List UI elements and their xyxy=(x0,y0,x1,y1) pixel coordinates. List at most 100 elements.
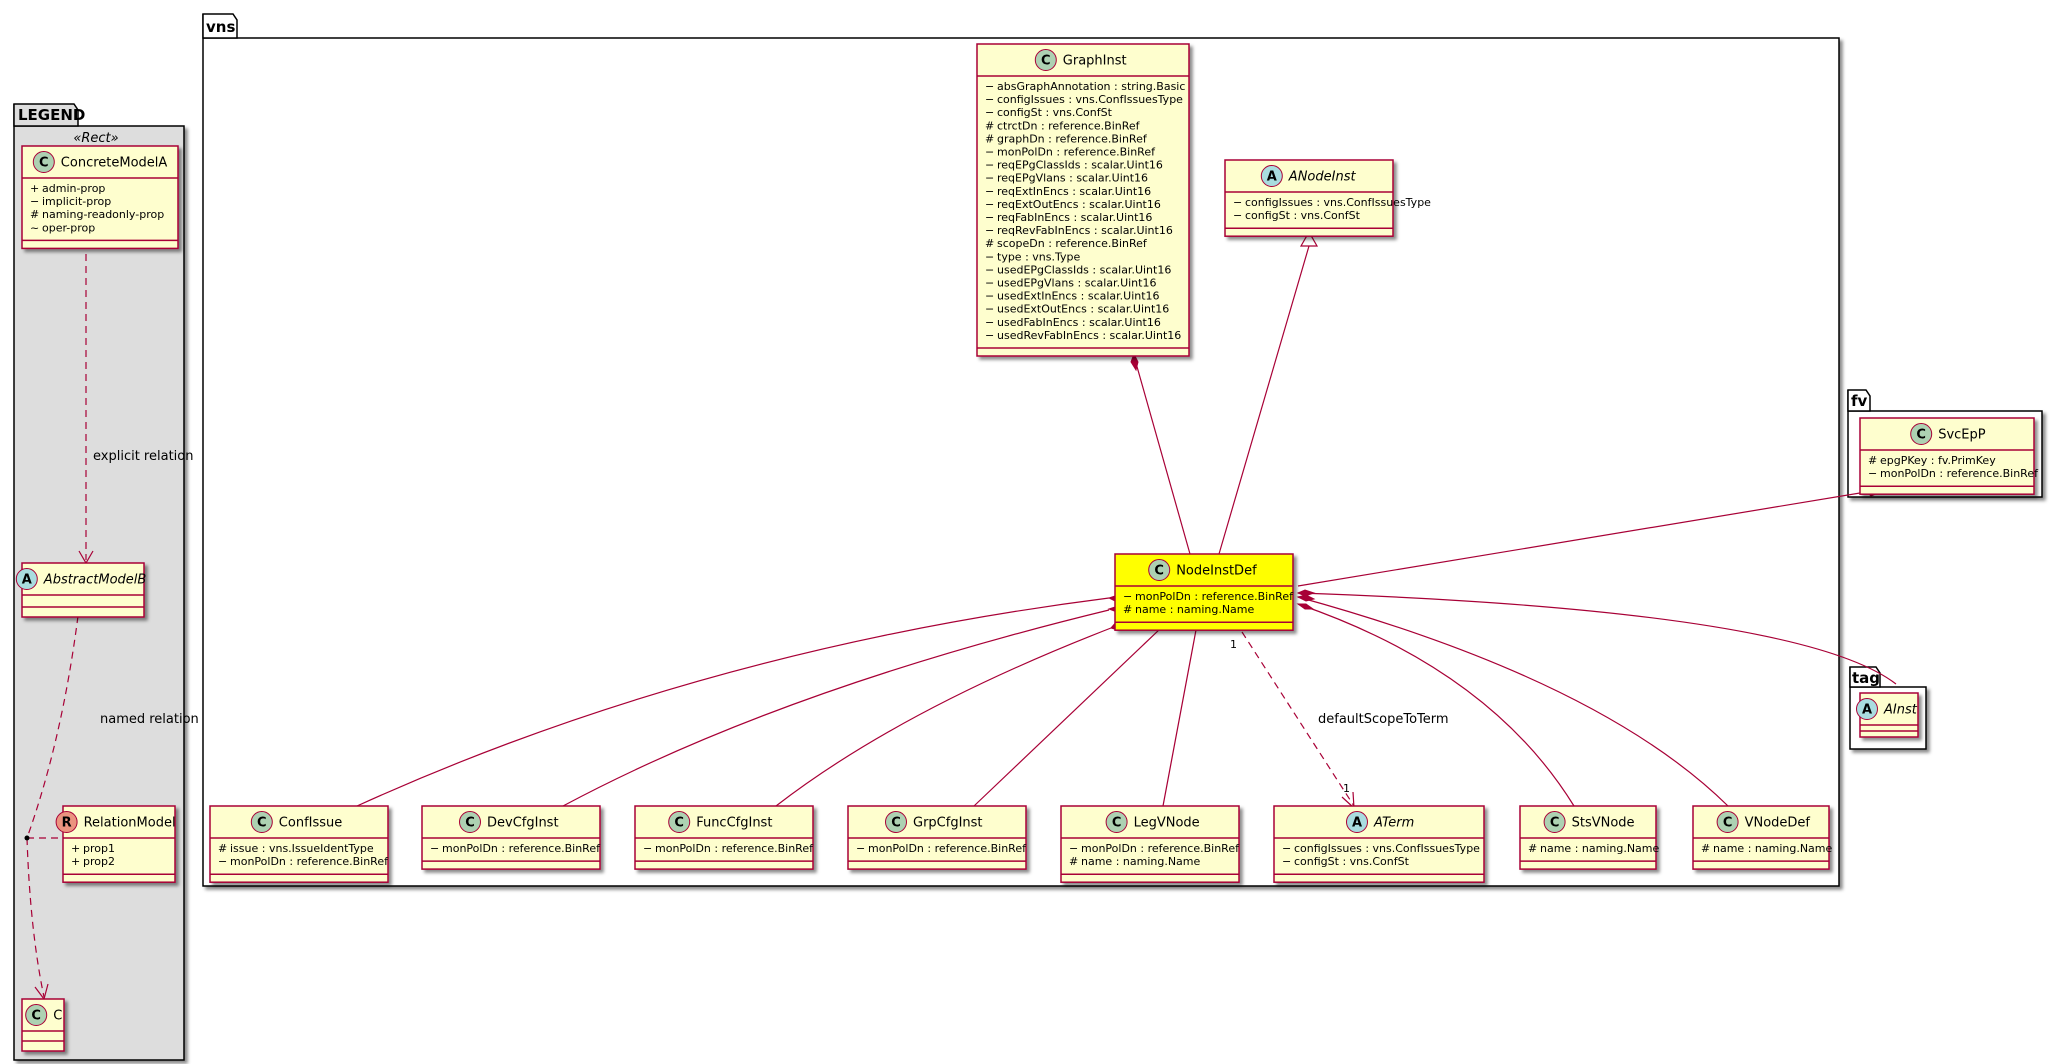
visibility-icon: − xyxy=(985,329,994,342)
class-confissue-type-icon xyxy=(250,811,273,833)
attribute-text: monPolDn : reference.BinRef xyxy=(997,146,1156,159)
class-vnodedef-type-icon xyxy=(1716,811,1739,833)
class-graphinst-attribute: #graphDn : reference.BinRef xyxy=(985,132,1148,145)
class-stsvnode-type-letter: C xyxy=(1550,816,1560,831)
class-nodeinstdef-box xyxy=(1114,553,1294,631)
visibility-icon: + xyxy=(71,842,80,855)
visibility-icon: # xyxy=(30,208,39,221)
class-funccfginst-name: FuncCfgInst xyxy=(696,816,772,831)
legvnode-composition-line xyxy=(1162,629,1197,807)
class-legvnode[interactable]: C LegVNode −monPolDn : reference.BinRef#na… xyxy=(1060,805,1240,883)
class-vnodedef-attribute: #name : naming.Name xyxy=(1701,842,1833,855)
class-grpcfginst-name: GrpCfgInst xyxy=(913,816,983,831)
class-legvnode-type-letter: C xyxy=(1112,816,1122,831)
class-nodeinstdef-attribute: −monPolDn : reference.BinRef xyxy=(1123,590,1294,603)
class-graphinst-attribute: −usedExtInEncs : scalar.Uint16 xyxy=(985,290,1160,303)
attribute-text: oper-prop xyxy=(42,221,95,234)
legend-concrete-model-attribute: #naming-readonly-prop xyxy=(30,208,164,221)
attribute-text: reqRevFabInEncs : scalar.Uint16 xyxy=(997,224,1173,237)
class-legvnode-attribute: −monPolDn : reference.BinRef xyxy=(1069,842,1240,855)
class-devcfginst-name: DevCfgInst xyxy=(487,816,559,831)
class-nodeinstdef-attribute: #name : naming.Name xyxy=(1123,603,1255,616)
attribute-text: monPolDn : reference.BinRef xyxy=(1081,842,1240,855)
class-graphinst-attribute: #ctrctDn : reference.BinRef xyxy=(985,119,1141,132)
class-devcfginst-type-icon xyxy=(459,811,481,833)
class-graphinst-attribute: −reqExtOutEncs : scalar.Uint16 xyxy=(985,198,1161,211)
default-scope-target-multiplicity: 1 xyxy=(1343,782,1350,795)
legend-concrete-model-type-letter: C xyxy=(39,156,49,171)
attribute-text: usedExtOutEncs : scalar.Uint16 xyxy=(997,303,1169,316)
attribute-text: configSt : vns.ConfSt xyxy=(1245,209,1361,222)
visibility-icon: # xyxy=(1701,842,1710,855)
class-svcepp-attribute: #epgPKey : fv.PrimKey xyxy=(1868,454,1996,467)
class-funccfginst-type-letter: C xyxy=(674,816,684,831)
class-svcepp-attribute: −monPolDn : reference.BinRef xyxy=(1868,467,2039,480)
attribute-text: scopeDn : reference.BinRef xyxy=(997,237,1148,250)
legend-abstract-model-type-letter: A xyxy=(22,573,32,588)
class-grpcfginst-attribute: −monPolDn : reference.BinRef xyxy=(856,842,1027,855)
grpcfginst-composition-line xyxy=(973,627,1162,807)
attribute-text: monPolDn : reference.BinRef xyxy=(1880,467,2039,480)
visibility-icon: # xyxy=(218,842,227,855)
graphinst-composition-line xyxy=(1133,355,1191,555)
class-legvnode-attribute: #name : naming.Name xyxy=(1069,855,1201,868)
legend-abstract-model-name: AbstractModelB xyxy=(43,573,147,588)
class-aterm-attribute: −configIssues : vns.ConfIssuesType xyxy=(1282,842,1480,855)
visibility-icon: − xyxy=(985,80,994,93)
legend-relation-model-type-letter: R xyxy=(62,816,72,831)
visibility-icon: − xyxy=(985,93,994,106)
class-graphinst-attribute: #scopeDn : reference.BinRef xyxy=(985,237,1148,250)
visibility-icon: − xyxy=(985,185,994,198)
class-anodeinst-box xyxy=(1224,159,1394,237)
relations xyxy=(26,242,1897,1001)
class-vnodedef-name: VNodeDef xyxy=(1745,816,1811,831)
attribute-text: reqExtInEncs : scalar.Uint16 xyxy=(997,185,1151,198)
anodeinst-generalization-arrowhead xyxy=(1299,230,1319,247)
funccfginst-composition-line xyxy=(775,627,1112,807)
class-stsvnode-type-icon xyxy=(1543,811,1566,833)
visibility-icon: − xyxy=(985,146,994,159)
class-graphinst-attribute: −reqExtInEncs : scalar.Uint16 xyxy=(985,185,1151,198)
visibility-icon: # xyxy=(1123,603,1132,616)
visibility-icon: # xyxy=(1069,855,1078,868)
visibility-icon: − xyxy=(1282,855,1291,868)
attribute-text: usedEPgVlans : scalar.Uint16 xyxy=(997,277,1156,290)
legend-relation-model-attribute: +prop1 xyxy=(71,842,115,855)
class-graphinst-attribute: −monPolDn : reference.BinRef xyxy=(985,146,1156,159)
attribute-text: name : naming.Name xyxy=(1081,855,1201,868)
package-vns: vns xyxy=(202,13,1840,887)
visibility-icon: # xyxy=(985,119,994,132)
class-confissue-type-letter: C xyxy=(257,816,267,831)
class-legvnode-name: LegVNode xyxy=(1134,816,1200,831)
class-graphinst-attribute: −usedEPgClassIds : scalar.Uint16 xyxy=(985,263,1171,276)
class-anodeinst-attribute: −configSt : vns.ConfSt xyxy=(1233,209,1361,222)
class-anodeinst-type-letter: A xyxy=(1267,170,1277,185)
visibility-icon: − xyxy=(430,842,439,855)
legend-abstract-model[interactable]: A AbstractModelB xyxy=(15,562,147,618)
attribute-text: configSt : vns.ConfSt xyxy=(1294,855,1410,868)
class-ainst-type-icon xyxy=(1856,698,1878,720)
attribute-text: usedExtInEncs : scalar.Uint16 xyxy=(997,290,1160,303)
class-graphinst-attribute: −reqEPgClassIds : scalar.Uint16 xyxy=(985,159,1163,172)
attribute-text: reqEPgClassIds : scalar.Uint16 xyxy=(997,159,1163,172)
class-grpcfginst-type-icon xyxy=(885,811,907,833)
visibility-icon: # xyxy=(985,237,994,250)
vnodedef-diamond xyxy=(1296,594,1316,602)
visibility-icon: − xyxy=(985,198,994,211)
